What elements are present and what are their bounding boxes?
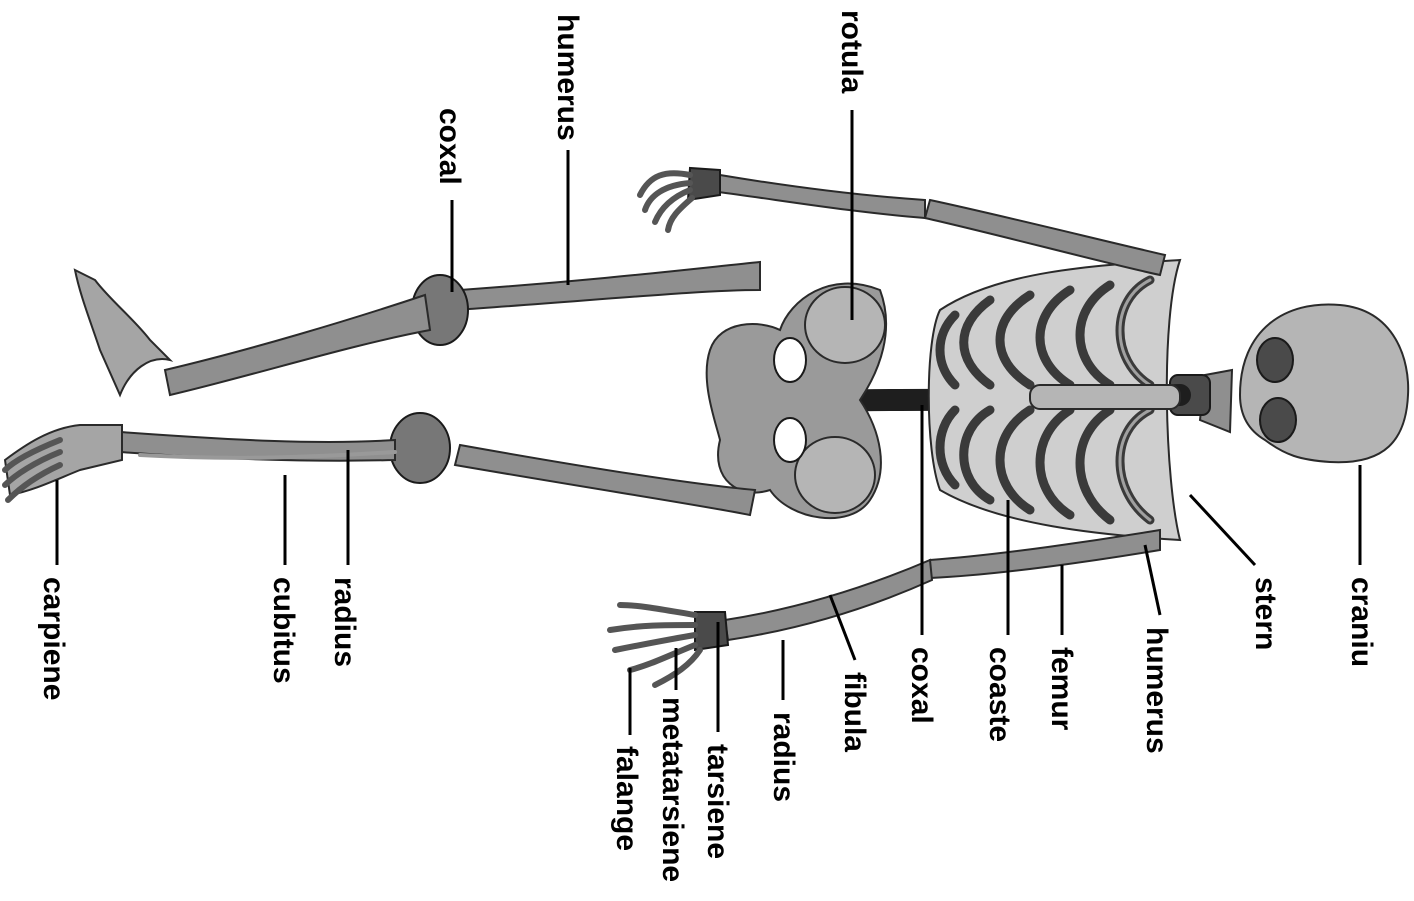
label-coaste: coaste: [983, 647, 1016, 742]
label-humerus-right: humerus: [1140, 627, 1173, 754]
label-metatarsiene: metatarsiene: [656, 697, 689, 882]
skull-shape: [1240, 304, 1408, 462]
upper-arm-top: [925, 200, 1165, 275]
leader-humerus-right: [1145, 545, 1160, 615]
foot-top: [75, 270, 170, 395]
label-fibula: fibula: [838, 672, 871, 752]
forearm-bottom: [725, 560, 932, 640]
label-craniu: craniu: [1345, 577, 1378, 667]
femur-top: [455, 262, 760, 310]
forearm-top: [718, 175, 925, 218]
label-femur: femur: [1045, 647, 1078, 731]
label-humerus-top: humerus: [551, 14, 584, 141]
label-coxal-right: coxal: [905, 647, 938, 724]
label-rotula: rotula: [835, 10, 868, 94]
eye-socket-upper: [1257, 338, 1293, 382]
tibia-top: [165, 295, 430, 395]
label-carpiene: carpiene: [37, 577, 70, 700]
label-falange: falange: [610, 746, 643, 851]
sternum-shape: [1030, 385, 1180, 409]
hand-bottom: [695, 612, 728, 650]
eye-socket-lower: [1260, 398, 1296, 442]
skeleton-figure: [5, 168, 1408, 685]
label-stern: stern: [1249, 577, 1282, 650]
label-radius-right: radius: [767, 712, 800, 802]
label-tarsiene: tarsiene: [701, 744, 734, 859]
femur-bottom: [455, 445, 755, 515]
label-cubitus: cubitus: [267, 577, 300, 684]
label-coxal-top: coxal: [433, 108, 466, 185]
upper-arm-bottom: [930, 530, 1160, 578]
label-radius-left: radius: [328, 577, 361, 667]
leader-stern: [1190, 495, 1255, 565]
